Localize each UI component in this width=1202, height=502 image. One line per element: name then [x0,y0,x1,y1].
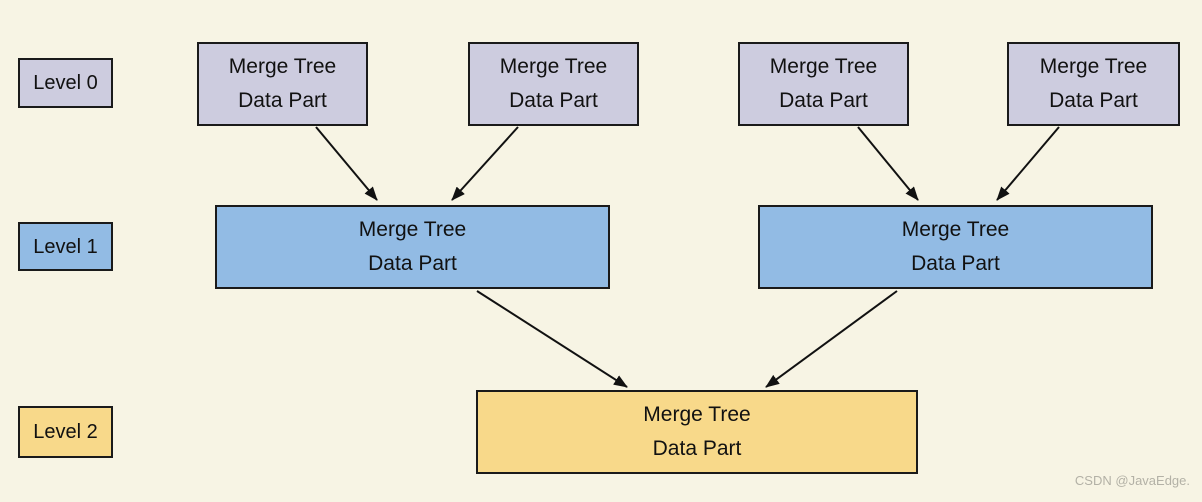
level0-data-part-2: Merge Tree Data Part [468,42,639,126]
level-0-label-text: Level 0 [33,72,98,94]
node-text-line1: Merge Tree [643,403,751,426]
node-text-line1: Merge Tree [769,55,878,78]
arrow-l1right-to-l2 [765,290,898,388]
level-1-label-text: Level 1 [33,235,98,258]
node-text-line2: Data Part [368,252,457,275]
level-1-label: Level 1 [18,222,113,271]
node-text-line1: Merge Tree [499,55,608,78]
arrow-l0p3-to-l1right [857,126,919,201]
node-text-line2: Data Part [509,89,598,112]
level-2-label-text: Level 2 [33,421,98,443]
level0-data-part-1: Merge Tree Data Part [197,42,368,126]
arrow-l1left-to-l2 [476,290,628,388]
node-text-line2: Data Part [1049,89,1138,112]
level-0-label: Level 0 [18,58,113,108]
node-text-line1: Merge Tree [1039,55,1148,78]
level0-data-part-4: Merge Tree Data Part [1007,42,1180,126]
node-text-line1: Merge Tree [901,218,1010,241]
node-text-line2: Data Part [238,89,327,112]
level2-data-part: Merge Tree Data Part [476,390,918,474]
level1-data-part-left: Merge Tree Data Part [215,205,610,289]
arrow-l0p2-to-l1left [451,126,519,201]
arrow-l0p1-to-l1left [315,126,378,201]
node-text-line2: Data Part [652,437,742,460]
node-text-line1: Merge Tree [228,55,337,78]
level1-data-part-right: Merge Tree Data Part [758,205,1153,289]
arrow-l0p4-to-l1right [996,126,1060,201]
node-text-line2: Data Part [911,252,1000,275]
level0-data-part-3: Merge Tree Data Part [738,42,909,126]
watermark-text: CSDN @JavaEdge. [1074,473,1190,488]
level-2-label: Level 2 [18,406,113,458]
node-text-line1: Merge Tree [358,218,467,241]
node-text-line2: Data Part [779,89,868,112]
